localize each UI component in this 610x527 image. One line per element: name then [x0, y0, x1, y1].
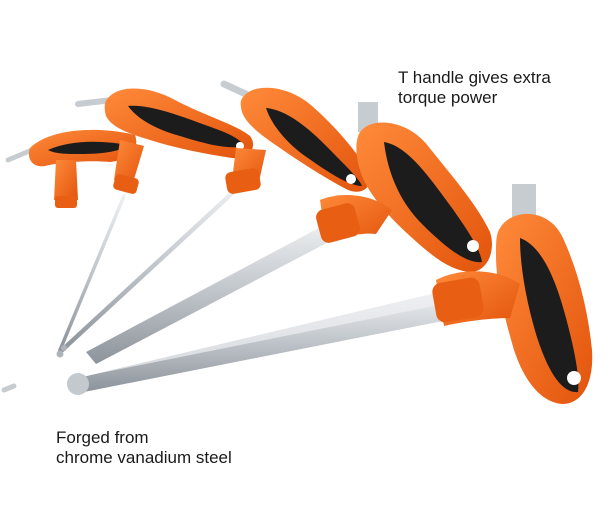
handle-caption: T handle gives extra torque power: [398, 68, 551, 108]
steel-caption-line-1: Forged from: [56, 428, 149, 447]
hex-key-1: [5, 129, 137, 342]
steel-caption: Forged from chrome vanadium steel: [56, 428, 232, 468]
steel-caption-line-2: chrome vanadium steel: [56, 448, 232, 467]
hex-key-2: [58, 88, 254, 352]
handle-caption-line-1: T handle gives extra: [398, 68, 551, 87]
handle-caption-line-2: torque power: [398, 88, 498, 107]
hex-key-3: [57, 80, 370, 355]
hex-key-5: [1, 184, 593, 404]
hex-key-4: [86, 102, 492, 364]
ball-ends: [56, 345, 67, 358]
